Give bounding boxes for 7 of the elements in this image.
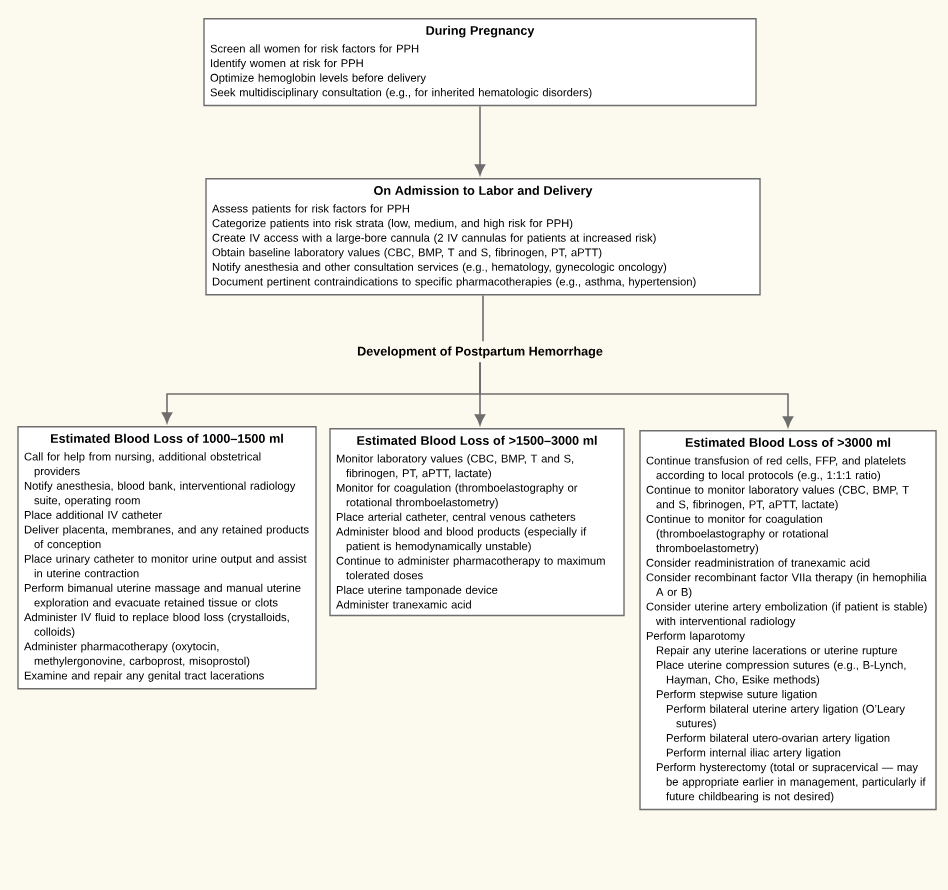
arrow — [479, 361, 794, 428]
step-box — [17, 426, 317, 690]
arrow — [474, 105, 486, 176]
step-box — [329, 428, 625, 617]
step-box — [639, 430, 937, 811]
step-box — [203, 18, 757, 107]
step-box — [205, 178, 761, 296]
